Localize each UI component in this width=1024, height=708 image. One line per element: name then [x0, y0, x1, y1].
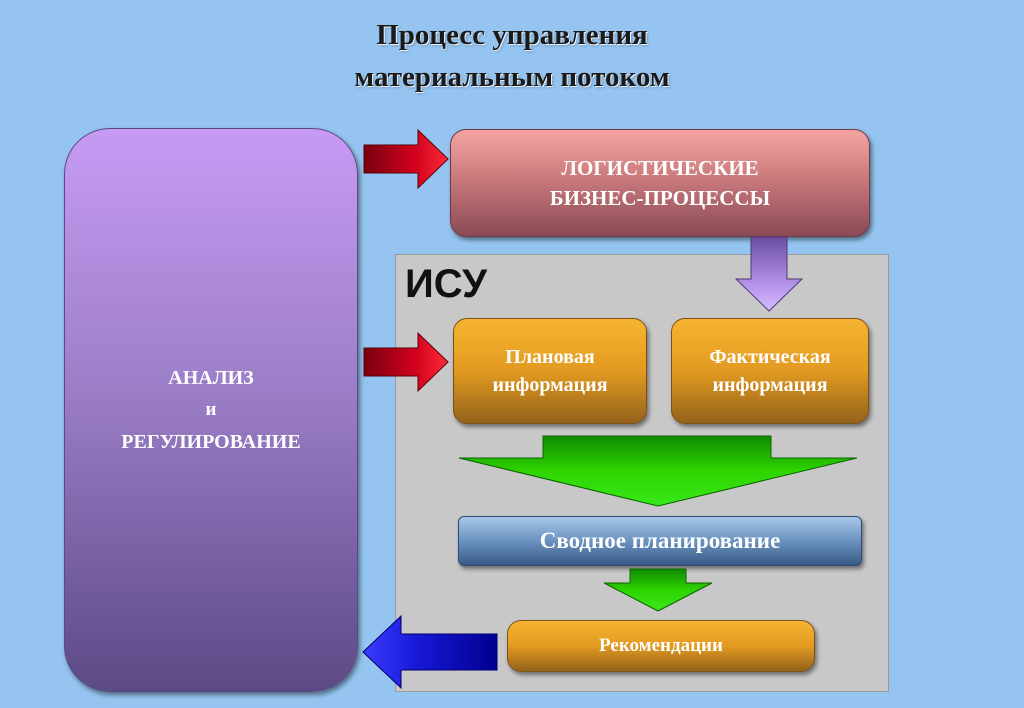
actual-line-2: информация [712, 374, 828, 396]
isu-label: ИСУ [405, 262, 487, 306]
recommendations-block: Рекомендации [507, 620, 815, 672]
actual-line-1: Фактическая [709, 346, 831, 368]
summary-planning-block: Сводное планирование [458, 516, 862, 566]
regulation-label: РЕГУЛИРОВАНИЕ [121, 431, 301, 453]
logistics-line-2: БИЗНЕС-ПРОЦЕССЫ [549, 186, 771, 210]
red-arrow-right-icon [363, 331, 449, 393]
violet-arrow-down-icon [734, 236, 804, 312]
actual-information-block: Фактическая информация [671, 318, 869, 424]
planned-information-block: Плановая информация [453, 318, 647, 424]
planned-line-1: Плановая [505, 346, 595, 368]
red-arrow-right-icon [363, 128, 449, 190]
analysis-regulation-block: АНАЛИЗ и РЕГУЛИРОВАНИЕ [64, 128, 358, 692]
green-arrow-down-icon [458, 435, 858, 507]
page-title: Процесс управления материальным потоком [0, 14, 1024, 98]
analysis-conjunction: и [205, 399, 217, 420]
green-arrow-down-icon [603, 568, 713, 612]
recommendations-label: Рекомендации [599, 635, 723, 656]
title-line-2: материальным потоком [354, 61, 670, 93]
summary-planning-label: Сводное планирование [539, 528, 781, 553]
title-line-1: Процесс управления [376, 19, 648, 51]
blue-arrow-left-icon [362, 614, 498, 690]
planned-line-2: информация [492, 374, 608, 396]
logistics-line-1: ЛОГИСТИЧЕСКИЕ [561, 156, 759, 180]
analysis-label: АНАЛИЗ [168, 367, 254, 389]
logistics-business-processes-block: ЛОГИСТИЧЕСКИЕ БИЗНЕС-ПРОЦЕССЫ [450, 129, 870, 237]
